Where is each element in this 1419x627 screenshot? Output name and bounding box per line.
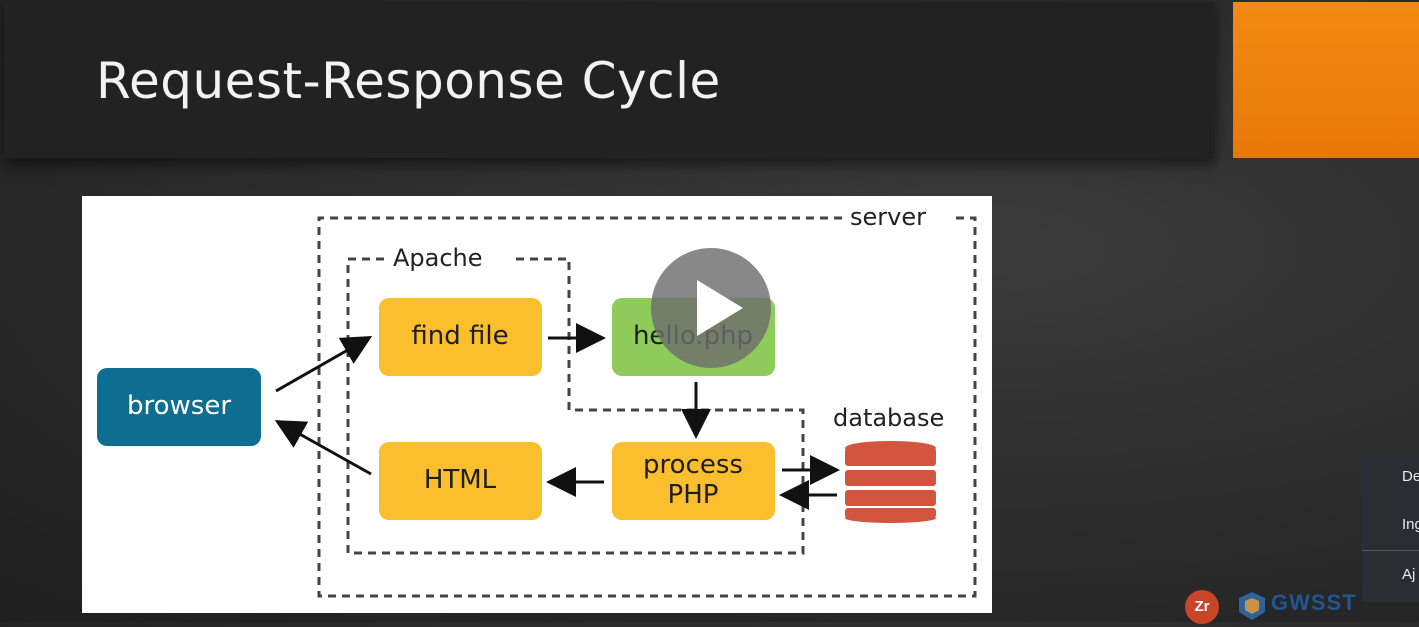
slide-title-bar: Request-Response Cycle bbox=[4, 2, 1215, 158]
diagram-panel: server Apache browser find file hello.ph… bbox=[82, 196, 992, 613]
find-file-label: find file bbox=[411, 321, 508, 351]
database-label: database bbox=[833, 404, 944, 432]
apache-label: Apache bbox=[393, 244, 483, 272]
browser-label: browser bbox=[127, 391, 231, 421]
brand-logo-icon bbox=[1237, 590, 1267, 627]
browser-node bbox=[97, 368, 261, 446]
context-menu-item-1[interactable]: De bbox=[1402, 468, 1419, 485]
process-php-label-line1: process bbox=[643, 450, 743, 480]
process-php-label-line2: PHP bbox=[668, 480, 719, 510]
play-icon bbox=[697, 280, 743, 336]
find-file-node bbox=[379, 298, 542, 376]
context-menu-item-3[interactable]: Aj bbox=[1402, 566, 1416, 583]
slide-title: Request-Response Cycle bbox=[96, 52, 721, 110]
html-node bbox=[379, 442, 542, 520]
orange-accent-block bbox=[1233, 2, 1419, 158]
process-php-node bbox=[612, 442, 775, 520]
server-label: server bbox=[850, 203, 926, 231]
server-boundary bbox=[317, 216, 977, 598]
play-button[interactable] bbox=[651, 248, 771, 368]
arrow-browser-to-find-file bbox=[275, 336, 373, 393]
context-menu-item-2[interactable]: Ing bbox=[1402, 516, 1419, 533]
arrow-html-to-browser bbox=[274, 420, 372, 476]
user-badge: Zr bbox=[1185, 590, 1219, 624]
context-menu-divider bbox=[1362, 550, 1419, 551]
database-icon bbox=[845, 441, 936, 523]
html-label: HTML bbox=[424, 465, 497, 495]
brand-watermark: GWSST bbox=[1271, 590, 1357, 615]
request-response-diagram: server Apache browser find file hello.ph… bbox=[97, 203, 977, 598]
context-menu: De Ing Aj bbox=[1362, 452, 1419, 602]
